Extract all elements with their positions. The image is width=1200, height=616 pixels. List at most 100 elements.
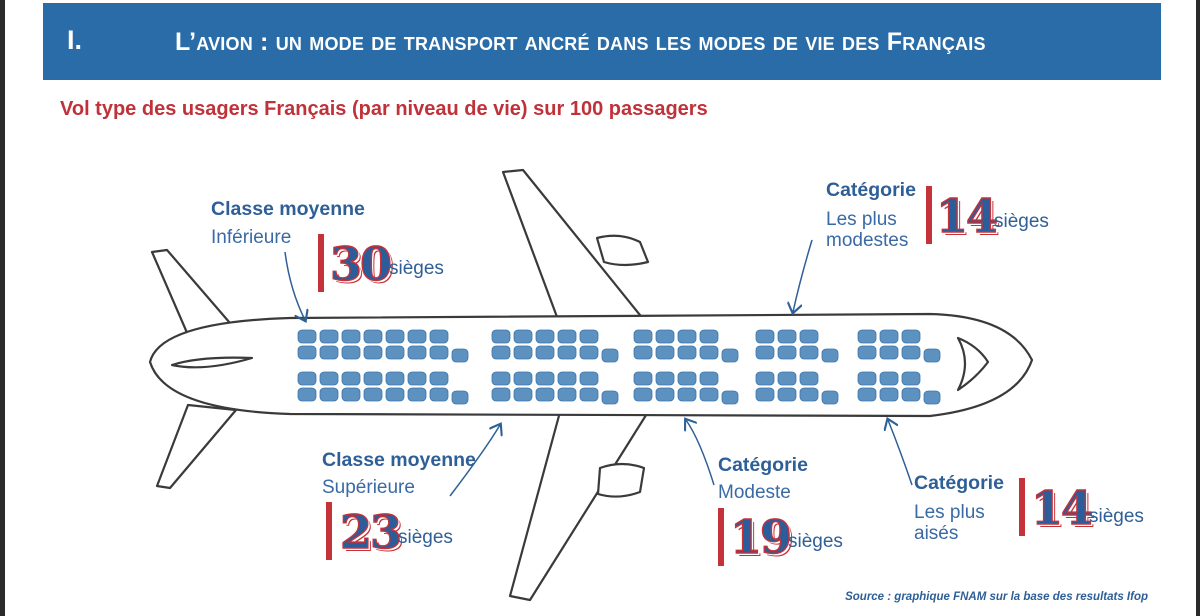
- seat: [385, 345, 405, 360]
- seat: [557, 329, 577, 344]
- seat: [429, 345, 449, 360]
- seat-count-classe-inferieure: 30: [329, 237, 392, 291]
- arrow-modeste: [686, 420, 715, 486]
- seat: [491, 345, 511, 360]
- section-title: L’avion : un mode de transport ancré dan…: [175, 28, 986, 56]
- seat: [407, 387, 427, 402]
- seat: [655, 345, 675, 360]
- seat: [535, 345, 555, 360]
- label-sub-line1: Les plus: [914, 502, 985, 523]
- section-number: I.: [67, 25, 83, 55]
- seat-unit: sièges: [994, 211, 1049, 232]
- seat: [535, 371, 555, 386]
- seat: [857, 387, 877, 402]
- seat: [901, 387, 921, 402]
- seat-unit: sièges: [398, 527, 453, 548]
- seat: [363, 387, 383, 402]
- label-classe-superieure: Classe moyenne Supérieure: [322, 449, 476, 499]
- seat: [557, 387, 577, 402]
- seat: [633, 345, 653, 360]
- seat: [579, 345, 599, 360]
- seat: [319, 371, 339, 386]
- seat-count-modeste: 19: [729, 510, 792, 564]
- seat-count-plus-aises: 14: [1030, 481, 1093, 535]
- seat: [879, 387, 899, 402]
- seat: [821, 348, 839, 363]
- seat: [535, 387, 555, 402]
- seat: [491, 387, 511, 402]
- seat: [699, 329, 719, 344]
- seat: [297, 345, 317, 360]
- seat: [579, 329, 599, 344]
- seat: [923, 390, 941, 405]
- seat: [857, 345, 877, 360]
- seat: [341, 371, 361, 386]
- seat: [491, 329, 511, 344]
- seat: [777, 329, 797, 344]
- seat: [601, 390, 619, 405]
- seat: [923, 348, 941, 363]
- seat: [821, 390, 839, 405]
- left-border: [0, 0, 5, 616]
- seat: [799, 387, 819, 402]
- seat: [407, 345, 427, 360]
- seat: [699, 345, 719, 360]
- accent-bar: [318, 234, 324, 292]
- seat: [655, 387, 675, 402]
- arrow-plus-modestes: [793, 239, 813, 312]
- label-modeste: Catégorie Modeste: [718, 455, 808, 504]
- seat: [799, 345, 819, 360]
- label-plus-aises: Catégorie Les plus aisés: [914, 472, 1004, 545]
- seat: [385, 371, 405, 386]
- accent-bar: [326, 502, 332, 560]
- seat: [901, 329, 921, 344]
- label-sub-line2: aisés: [914, 523, 959, 544]
- accent-bar: [1019, 478, 1025, 536]
- label-sub: Modeste: [718, 482, 791, 503]
- seat: [319, 345, 339, 360]
- seat: [677, 345, 697, 360]
- seat: [513, 387, 533, 402]
- chart-subtitle: Vol type des usagers Français (par nivea…: [60, 98, 708, 120]
- seat: [385, 387, 405, 402]
- seat: [297, 329, 317, 344]
- seat: [857, 371, 877, 386]
- seat: [777, 387, 797, 402]
- seat: [341, 345, 361, 360]
- seat: [799, 371, 819, 386]
- seat-unit: sièges: [1089, 506, 1144, 527]
- seat: [297, 387, 317, 402]
- seat: [677, 371, 697, 386]
- seat: [755, 387, 775, 402]
- seat: [677, 329, 697, 344]
- upper-engine: [595, 234, 650, 267]
- label-plus-modestes: Catégorie Les plus modestes: [826, 179, 916, 252]
- seat: [319, 329, 339, 344]
- seat: [799, 329, 819, 344]
- tail-fin: [170, 356, 254, 369]
- seat: [633, 329, 653, 344]
- source-note: Source : graphique FNAM sur la base des …: [845, 591, 1148, 603]
- seat: [879, 345, 899, 360]
- seat: [699, 387, 719, 402]
- seat: [633, 371, 653, 386]
- seat: [721, 348, 739, 363]
- seat: [429, 329, 449, 344]
- seat: [579, 371, 599, 386]
- label-title: Catégorie: [914, 472, 1004, 494]
- seat: [451, 390, 469, 405]
- seat: [655, 329, 675, 344]
- seat-map: [297, 329, 941, 405]
- seat: [601, 348, 619, 363]
- label-title: Catégorie: [826, 179, 916, 201]
- accent-bar: [718, 508, 724, 566]
- label-title: Classe moyenne: [322, 449, 476, 471]
- seat: [363, 329, 383, 344]
- label-sub: Inférieure: [211, 227, 292, 248]
- right-border: [1196, 0, 1200, 616]
- seat: [513, 371, 533, 386]
- cockpit-window: [956, 336, 990, 392]
- seat: [699, 371, 719, 386]
- seat: [429, 371, 449, 386]
